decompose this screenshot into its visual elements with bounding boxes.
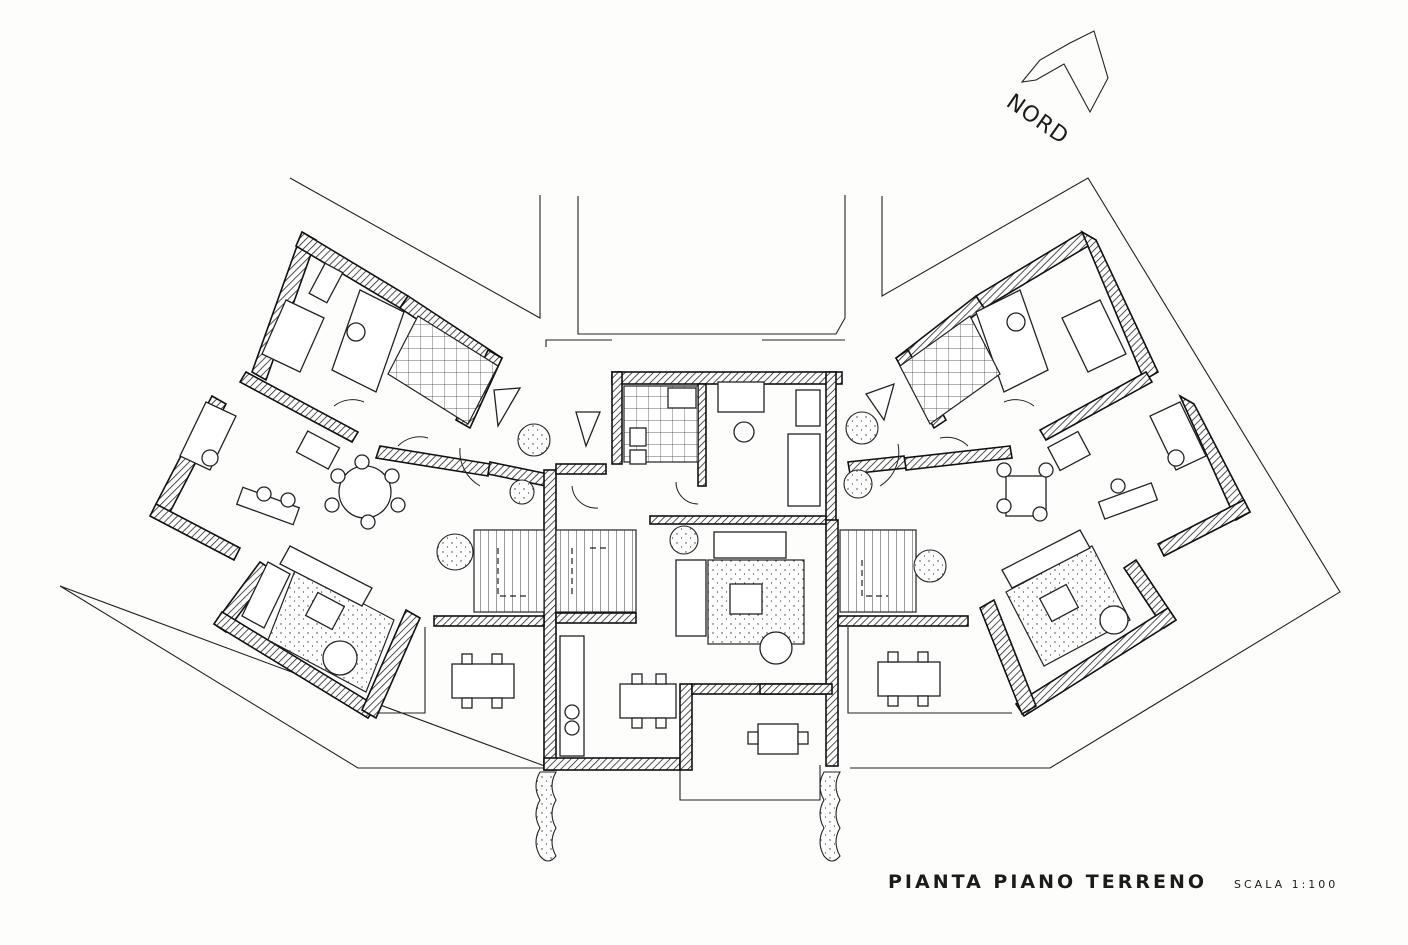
central-dining-table — [619, 683, 677, 719]
left-door-triangle — [493, 387, 522, 429]
right-bath — [899, 315, 1001, 425]
scale-label: SCALA 1:100 — [1234, 878, 1338, 891]
shrubs — [436, 411, 947, 862]
left-kitchen — [179, 401, 237, 471]
left-sofa — [279, 545, 373, 607]
central-kitchen — [559, 635, 585, 757]
right-upper-wall — [1080, 230, 1160, 382]
central-door-triangle — [575, 411, 601, 448]
north-arrow: NORD — [1002, 30, 1109, 150]
right-wardrobe — [975, 289, 1049, 393]
central-stairs — [473, 529, 545, 613]
left-wardrobe — [331, 289, 405, 393]
central-sofa — [713, 531, 787, 559]
left-unit — [148, 230, 549, 720]
right-unit — [839, 230, 1252, 718]
north-label: NORD — [1002, 89, 1074, 150]
patio-furniture — [451, 651, 941, 709]
right-kitchen — [1149, 401, 1207, 471]
plan-title: PIANTA PIANO TERRENO — [888, 871, 1207, 893]
left-round-table — [338, 465, 392, 519]
right-sofa — [1001, 529, 1091, 589]
left-bed — [261, 299, 325, 373]
right-bed — [1061, 299, 1127, 373]
central-unit — [433, 371, 969, 771]
right-door-triangle — [864, 382, 895, 422]
site-outline — [59, 177, 1341, 801]
central-bed — [787, 433, 821, 507]
left-bath — [387, 315, 499, 425]
